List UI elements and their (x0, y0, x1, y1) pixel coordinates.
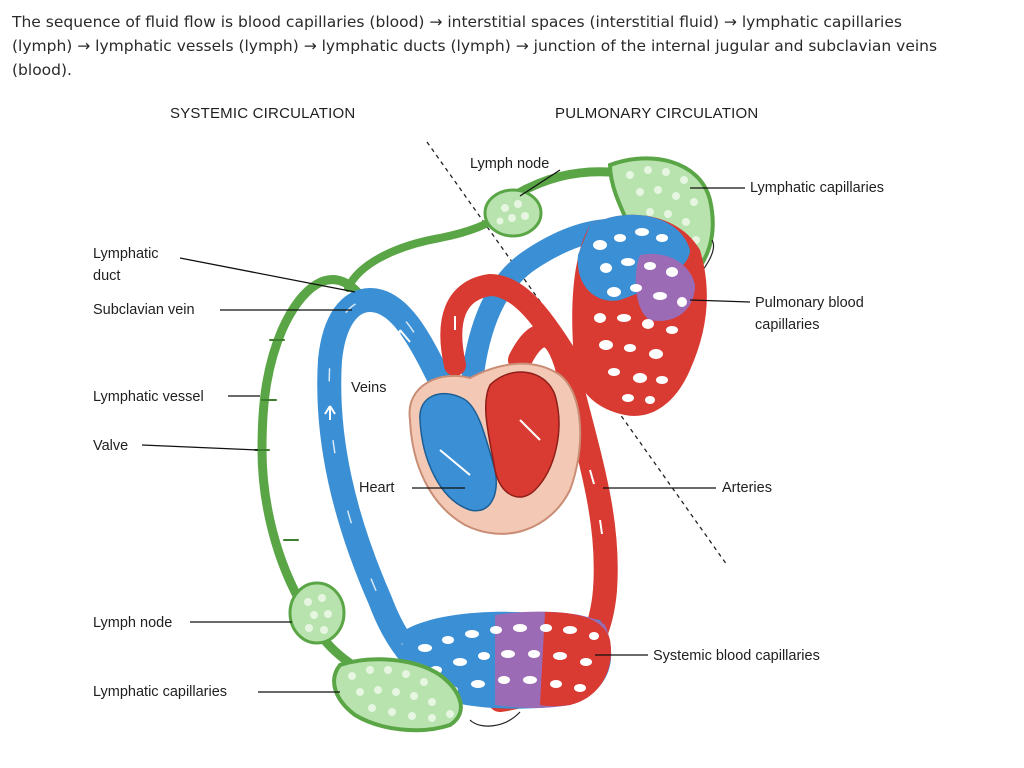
label-systemic-blood-capillaries: Systemic blood capillaries (653, 648, 820, 664)
label-veins: Veins (351, 380, 386, 396)
systemic-blood-capillaries (402, 611, 612, 709)
label-subclavian-vein: Subclavian vein (93, 302, 195, 318)
intro-line-1: The sequence of fluid flow is blood capi… (12, 13, 902, 31)
intro-line-3: (blood). (12, 61, 72, 79)
label-lymphatic-vessel: Lymphatic vessel (93, 389, 204, 405)
label-lymphatic-capillaries-bottom: Lymphatic capillaries (93, 684, 227, 700)
label-arteries: Arteries (722, 480, 772, 496)
lymph-node-bottom (288, 581, 346, 645)
label-valve: Valve (93, 438, 128, 454)
label-lymphatic-duct-line-1: Lymphatic (93, 246, 159, 262)
systemic-circulation-header: SYSTEMIC CIRCULATION (170, 105, 355, 122)
label-pulmonary-blood-capillaries-line-2: capillaries (755, 317, 819, 333)
lymphatic-capillaries-bottom (332, 657, 521, 733)
flow-arrows (324, 316, 603, 535)
lymphatic-vessel-top (510, 167, 615, 200)
intro-line-2: (lymph) → lymphatic vessels (lymph) → ly… (12, 37, 938, 55)
label-heart: Heart (359, 480, 394, 496)
label-pulmonary-blood-capillaries-line-1: Pulmonary blood (755, 295, 864, 311)
leader-lines (141, 169, 751, 693)
label-lymph-node-bottom: Lymph node (93, 615, 172, 631)
systemic-vein (317, 287, 482, 702)
lymph-node-top (483, 188, 543, 238)
heart-left-side (484, 371, 560, 498)
heart (408, 362, 582, 535)
pulmonary-circulation-header: PULMONARY CIRCULATION (555, 105, 758, 122)
label-lymph-node-top: Lymph node (470, 156, 549, 172)
label-lymphatic-capillaries-top: Lymphatic capillaries (750, 180, 884, 196)
label-lymphatic-duct-line-2: duct (93, 268, 120, 284)
intro-paragraph: The sequence of fluid flow is blood capi… (12, 10, 1017, 82)
pulmonary-blood-capillaries (572, 214, 707, 416)
